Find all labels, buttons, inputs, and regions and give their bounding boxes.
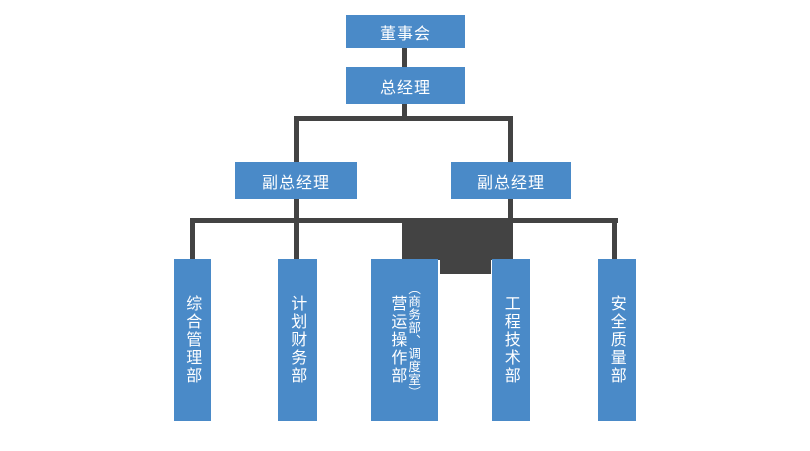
dark-block-tab	[440, 260, 491, 274]
org-node-dept-engineering: 工程技术部	[492, 259, 530, 421]
org-node-dept-operations: 营运操作部 （商务部、调度室）	[371, 259, 438, 421]
dark-block-large	[403, 220, 513, 260]
dept-label: 综合管理部	[183, 295, 203, 385]
org-node-board: 董事会	[346, 15, 465, 48]
org-node-dept-safety-quality: 安全质量部	[598, 259, 636, 421]
org-node-deputy-right: 副总经理	[451, 162, 571, 199]
connector-deputy-right-drop	[508, 121, 513, 162]
connector-dept2-drop	[294, 223, 299, 259]
dept-label: 营运操作部	[388, 295, 408, 385]
connector-dept5-drop	[612, 223, 617, 259]
org-node-dept-planning-finance: 计划财务部	[278, 259, 317, 421]
dept-label: 工程技术部	[501, 295, 521, 385]
connector-deputy-right-stub	[508, 199, 513, 218]
dept-label: 计划财务部	[288, 295, 308, 385]
connector-board-gm	[402, 48, 407, 67]
connector-dept1-drop	[190, 223, 195, 259]
connector-deputy-left-drop	[294, 121, 299, 162]
dept-label: 安全质量部	[607, 295, 627, 385]
org-node-general-manager: 总经理	[346, 67, 465, 104]
connector-deputy-left-stub	[294, 199, 299, 218]
connector-level2-horizontal	[294, 116, 513, 121]
org-node-deputy-left: 副总经理	[235, 162, 357, 199]
dept-sublabel: （商务部、调度室）	[406, 281, 422, 399]
org-node-dept-general-admin: 综合管理部	[174, 259, 211, 421]
connector-gm-stub	[402, 104, 407, 116]
